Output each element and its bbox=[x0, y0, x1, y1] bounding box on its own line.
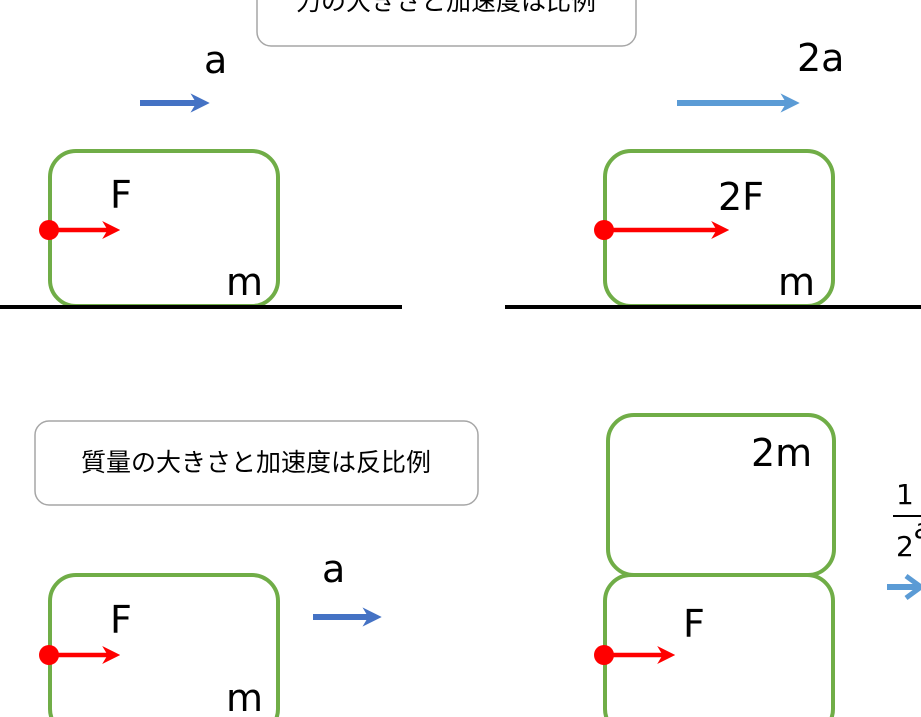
bottom-right-lower-block bbox=[603, 573, 835, 717]
bottom-left-scene: a F m bbox=[39, 547, 382, 717]
top-left-scene: a F m bbox=[0, 38, 402, 309]
bottom-caption: 質量の大きさと加速度は反比例 bbox=[34, 420, 479, 506]
bottom-right-upper-mass-label: 2m bbox=[751, 431, 812, 475]
top-caption-text: 力の大きさと加速度は比例 bbox=[296, 0, 596, 16]
bottom-left-mass-label: m bbox=[226, 676, 263, 717]
bottom-right-scene: 2m F 1 2 a bbox=[594, 413, 921, 717]
top-left-accel-label: a bbox=[204, 38, 227, 82]
bottom-right-accel-denominator: 2 bbox=[896, 530, 914, 563]
top-caption: 力の大きさと加速度は比例 bbox=[256, 0, 637, 47]
bottom-right-accel-symbol: a bbox=[914, 512, 921, 545]
bottom-left-force-label: F bbox=[110, 598, 132, 642]
top-caption-box bbox=[256, 0, 637, 47]
bottom-left-accel-label: a bbox=[322, 547, 345, 591]
bottom-caption-box bbox=[34, 420, 479, 506]
top-right-force-label: 2F bbox=[718, 175, 764, 219]
top-right-scene: 2a 2F m bbox=[505, 36, 921, 309]
top-left-force-label: F bbox=[110, 173, 132, 217]
bottom-right-accel-arrowhead bbox=[904, 573, 921, 601]
bottom-caption-text: 質量の大きさと加速度は反比例 bbox=[81, 448, 431, 477]
top-left-mass-label: m bbox=[226, 260, 263, 304]
top-right-accel-label: 2a bbox=[797, 36, 844, 80]
bottom-right-force-label: F bbox=[683, 602, 705, 646]
top-right-mass-label: m bbox=[778, 260, 815, 304]
bottom-right-accel-numerator: 1 bbox=[896, 478, 914, 511]
